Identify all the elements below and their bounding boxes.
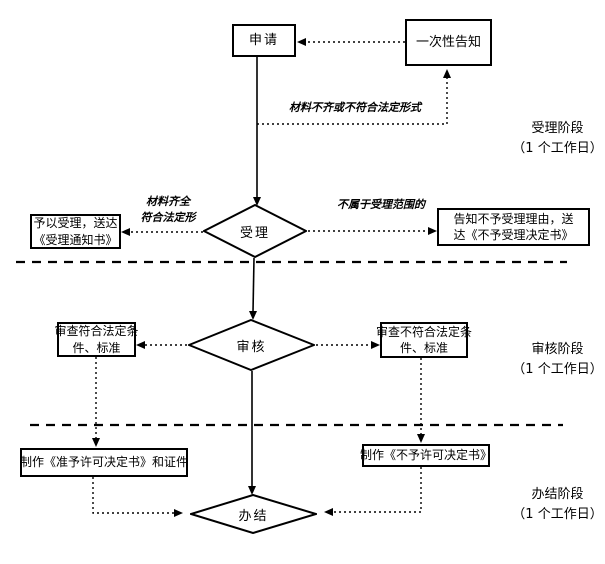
node-accept-denied-line1: 告知不予受理理由，送 — [453, 211, 574, 226]
edge-incomplete-feedback — [257, 78, 448, 125]
arrowhead-apply-to-accept — [253, 197, 261, 206]
edge-label-materials-complete-line2: 符合法定形 — [140, 210, 196, 224]
node-make-permit: 制作《准予许可决定书》和证件 — [20, 448, 188, 477]
arrowhead-permit-to-finish — [174, 509, 183, 517]
stage-label-accept: 受理阶段 （1 个工作日） — [510, 119, 605, 159]
node-accept-denied-line2: 达《不予受理决定书》 — [453, 228, 574, 242]
node-review-pass: 审查符合法定条 件、标准 — [54, 322, 139, 357]
node-one-time-notice-label: 一次性告知 — [415, 34, 481, 50]
node-finish: 办结 — [187, 493, 320, 535]
arrowhead-accept-to-granted — [121, 228, 130, 236]
node-review-pass-line2: 件、标准 — [72, 340, 121, 355]
edge-label-materials-complete: 材料齐全 符合法定形 — [128, 194, 208, 226]
arrowhead-denial-to-finish — [324, 508, 333, 516]
arrowhead-notice-to-apply — [297, 38, 306, 46]
node-review-decision-label: 审核 — [236, 339, 267, 355]
edge-permit-to-finish — [92, 477, 174, 514]
node-review-pass-line1: 审查符合法定条 — [54, 324, 139, 339]
arrowhead-incomplete-feedback — [443, 69, 451, 78]
stage3-name: 办结阶段 — [531, 487, 584, 502]
node-accept-granted-line1: 予以受理，送达 — [33, 216, 118, 231]
edge-denial-to-finish — [333, 467, 422, 513]
node-finish-label: 办结 — [238, 508, 269, 524]
edge-label-out-of-scope: 不属于受理范围的 — [337, 198, 425, 211]
stage3-duration: （1 个工作日） — [512, 507, 603, 523]
node-apply: 申请 — [232, 24, 296, 57]
stage1-duration: （1 个工作日） — [512, 141, 603, 157]
node-review-fail-line1: 审查不符合法定条 — [376, 324, 473, 339]
finish-diamond-shape — [187, 493, 320, 535]
node-accept-decision-label: 受理 — [239, 225, 270, 241]
stage2-name: 审核阶段 — [531, 342, 584, 357]
arrowhead-review-to-finish — [248, 486, 256, 495]
arrowhead-review-to-fail — [371, 341, 380, 349]
node-accept-granted: 予以受理，送达 《受理通知书》 — [30, 214, 121, 249]
node-apply-label: 申请 — [248, 32, 279, 48]
node-review-decision: 审核 — [186, 318, 317, 372]
arrowhead-pass-to-permit — [92, 438, 100, 447]
stage-label-finish: 办结阶段 （1 个工作日） — [510, 485, 605, 525]
node-make-permit-label: 制作《准予许可决定书》和证件 — [20, 455, 189, 470]
node-accept-decision: 受理 — [201, 203, 309, 259]
arrowhead-accept-to-denied — [428, 227, 437, 235]
node-review-fail-line2: 件、标准 — [399, 341, 448, 355]
node-make-denial-label: 制作《不予许可决定书》 — [360, 448, 493, 463]
edge-label-materials-incomplete: 材料不齐或不符合法定形式 — [289, 101, 421, 114]
stage-label-review: 审核阶段 （1 个工作日） — [510, 340, 605, 380]
arrowhead-fail-to-denial — [417, 434, 425, 443]
stage1-name: 受理阶段 — [531, 121, 584, 136]
arrowhead-review-to-pass — [136, 341, 145, 349]
node-one-time-notice: 一次性告知 — [405, 19, 492, 66]
review-diamond-shape — [186, 318, 317, 372]
node-accept-granted-line2: 《受理通知书》 — [33, 232, 118, 247]
edge-accept-to-review — [252, 257, 255, 313]
edge-label-materials-complete-line1: 材料齐全 — [146, 195, 190, 208]
stage2-duration: （1 个工作日） — [512, 362, 603, 378]
arrowhead-accept-to-review — [249, 311, 257, 320]
node-make-denial: 制作《不予许可决定书》 — [360, 444, 493, 467]
node-accept-denied: 告知不予受理理由，送 达《不予受理决定书》 — [437, 208, 590, 246]
node-review-fail: 审查不符合法定条 件、标准 — [376, 322, 472, 358]
accept-diamond-shape — [201, 203, 309, 259]
